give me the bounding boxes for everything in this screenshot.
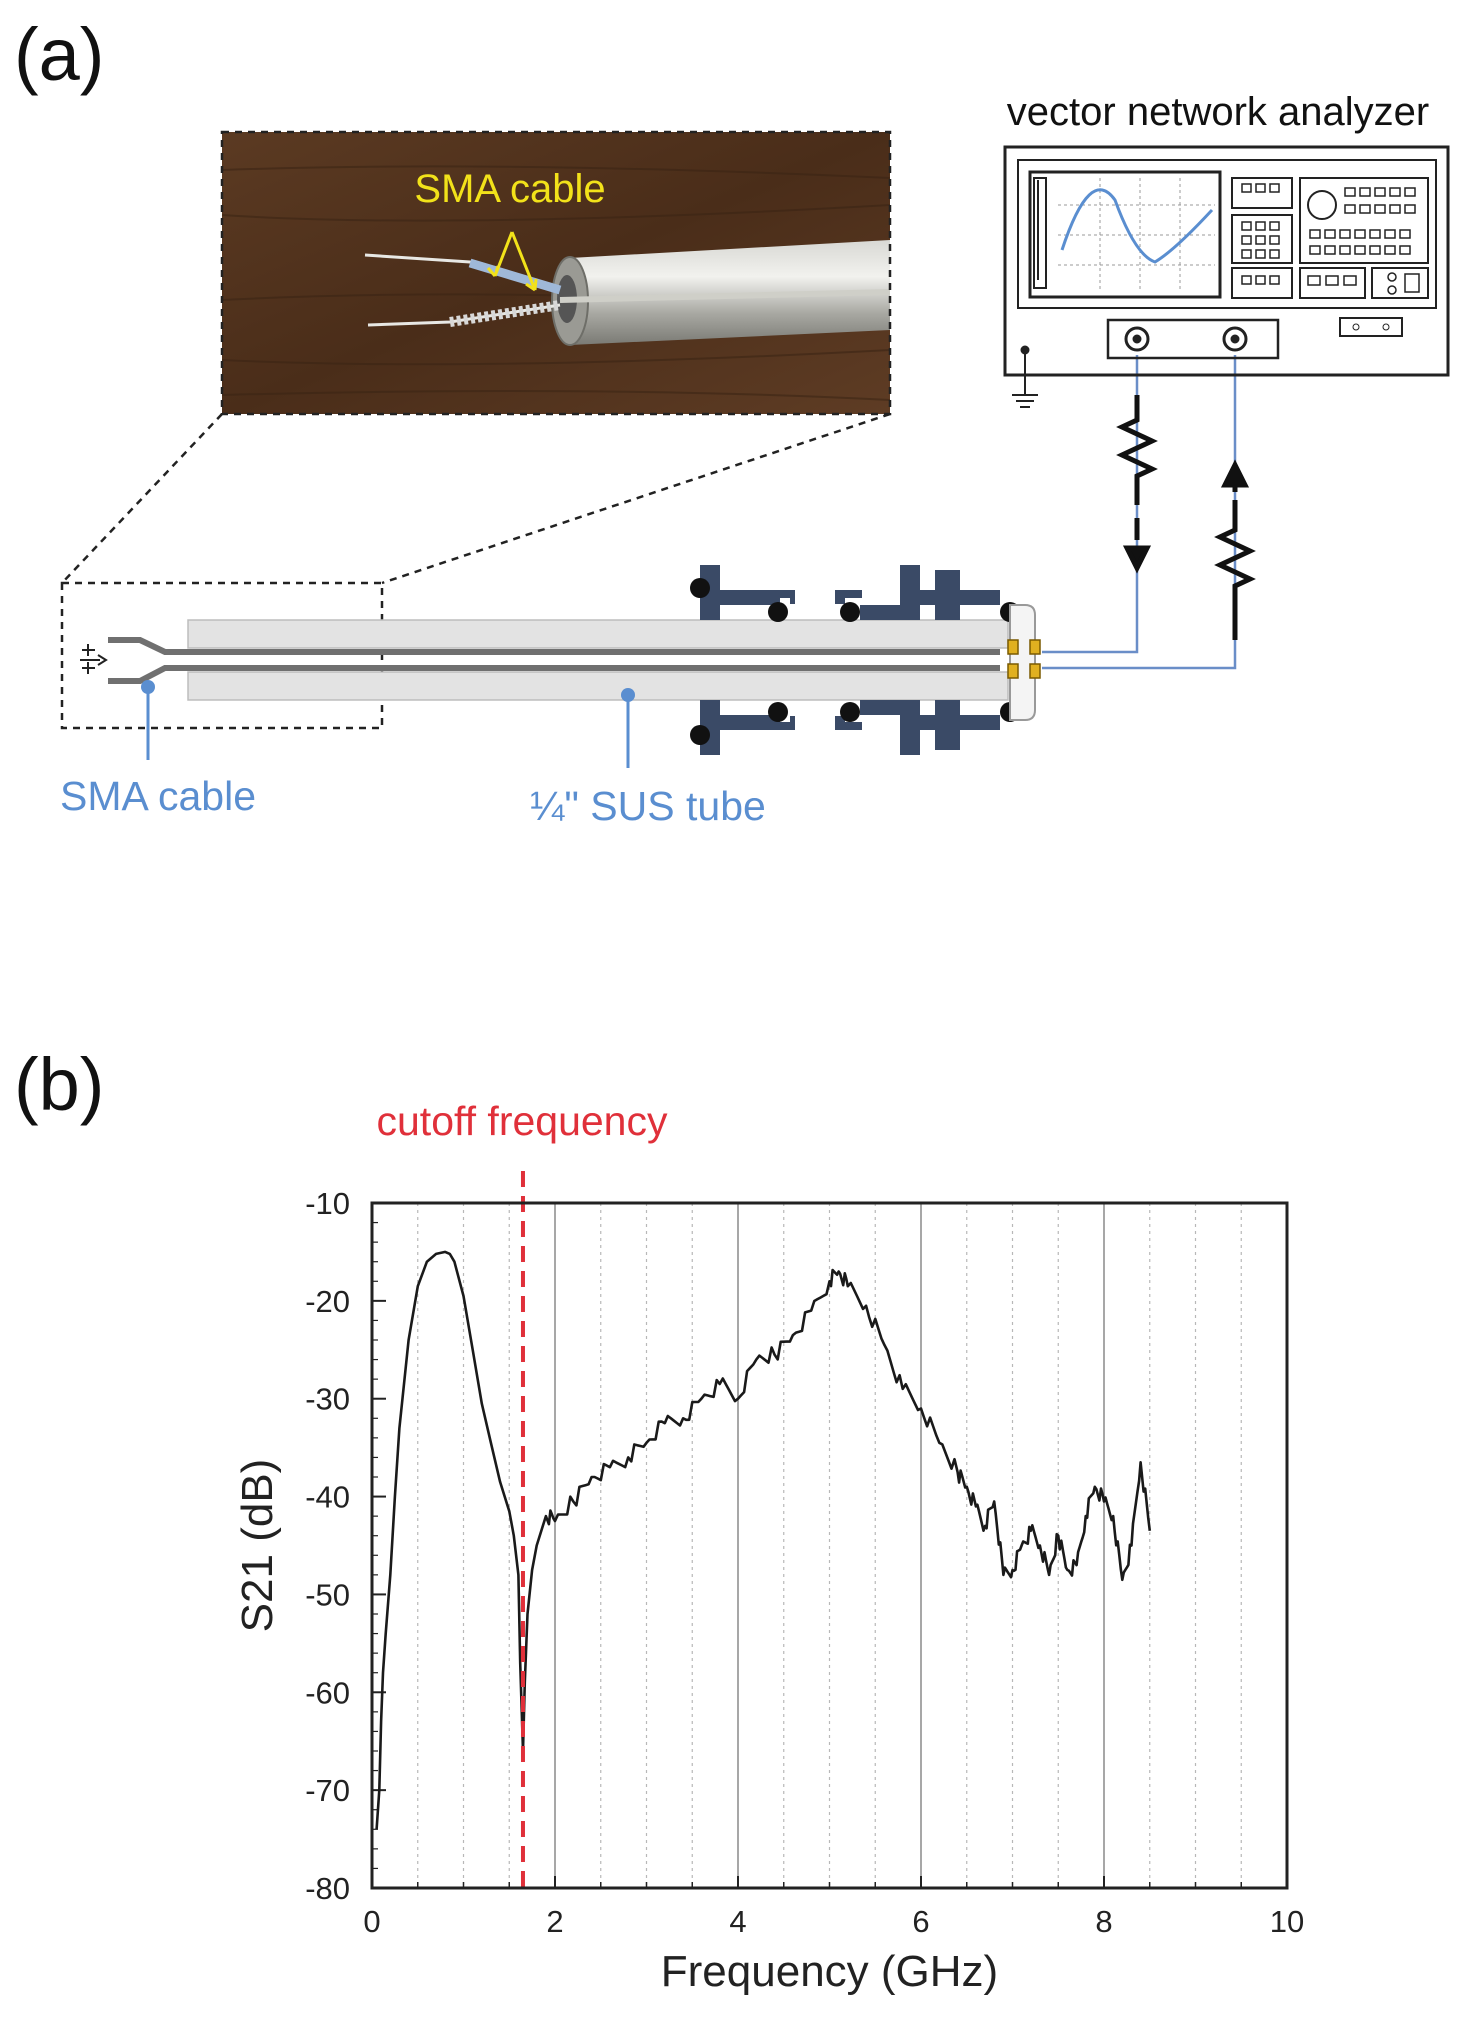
panel-a: (a) — [14, 13, 1450, 829]
feedthrough-pin-3 — [1007, 663, 1019, 679]
zoom-line-right — [381, 412, 891, 585]
probe-tip-dashed-box — [60, 581, 384, 730]
y-tick-label: -20 — [305, 1284, 350, 1319]
x-tick-label: 6 — [912, 1904, 929, 1939]
cutoff-frequency-label: cutoff frequency — [377, 1098, 668, 1144]
panel-b-label: (b) — [14, 1043, 104, 1126]
x-tick-label: 8 — [1095, 1904, 1112, 1939]
grid-layer — [417, 1203, 1242, 1888]
sus-tube-lower-wall — [187, 671, 1009, 701]
vacuum-flange — [700, 565, 1000, 755]
photo-inset: SMA cable — [220, 130, 892, 416]
panel-a-label: (a) — [14, 13, 104, 96]
panel-b: (b) cutoff frequency 0 2 4 6 8 10 -10 -20 -30 -40… — [14, 1043, 1304, 1996]
photo-steel-tube — [570, 240, 890, 345]
end-plate — [1009, 604, 1036, 721]
series-layer — [375, 1250, 1152, 1830]
y-axis-title: S21 (dB) — [233, 1459, 282, 1633]
y-tick-label: -60 — [305, 1675, 350, 1710]
x-tick-label: 2 — [546, 1904, 563, 1939]
photo-dashed-frame — [220, 130, 892, 416]
signal-path-out — [1116, 395, 1158, 574]
sus-tube-label: ¼" SUS tube — [530, 783, 766, 829]
feedthrough-pin-2 — [1029, 639, 1041, 655]
s21-chart: 0 2 4 6 8 10 -10 -20 -30 -40 -50 -60 -70 -80 Frequenc… — [233, 1171, 1304, 1996]
sus-tube-upper-wall — [187, 619, 1009, 649]
plot-frame — [370, 1201, 1289, 1890]
sma-cable-label: SMA cable — [60, 773, 256, 819]
feedthrough-pin-4 — [1029, 663, 1041, 679]
series-line-1 — [375, 1250, 1152, 1830]
y-tick-label: -80 — [305, 1871, 350, 1906]
signal-path-in — [1214, 459, 1256, 640]
photo-sma-cable-label: SMA cable — [414, 167, 605, 211]
y-tick-label: -40 — [305, 1480, 350, 1515]
x-tick-label: 4 — [729, 1904, 746, 1939]
feedthrough-pin-1 — [1007, 639, 1019, 655]
x-tick-label: 0 — [363, 1904, 380, 1939]
y-tick-label: -30 — [305, 1382, 350, 1417]
zoom-line-left — [61, 413, 223, 584]
antenna-tip-icon — [80, 644, 108, 674]
x-axis-title: Frequency (GHz) — [661, 1947, 998, 1996]
coax-line-upper — [108, 637, 1000, 655]
vna-label: vector network analyzer — [1007, 90, 1429, 134]
x-tick-label: 10 — [1270, 1904, 1304, 1939]
coax-line-lower — [108, 665, 1000, 684]
tick-label-layer: 0 2 4 6 8 10 -10 -20 -30 -40 -50 -60 -70 -80 — [305, 1186, 1304, 1939]
y-tick-label: -70 — [305, 1773, 350, 1808]
vna-instrument-icon — [1003, 145, 1450, 408]
tube-callout-dot — [621, 688, 635, 702]
cable-port-2 — [1042, 355, 1237, 670]
y-tick-label: -10 — [305, 1186, 350, 1221]
sma-callout-dot — [141, 680, 155, 694]
cable-port-1 — [1042, 355, 1139, 654]
y-tick-label: -50 — [305, 1577, 350, 1612]
